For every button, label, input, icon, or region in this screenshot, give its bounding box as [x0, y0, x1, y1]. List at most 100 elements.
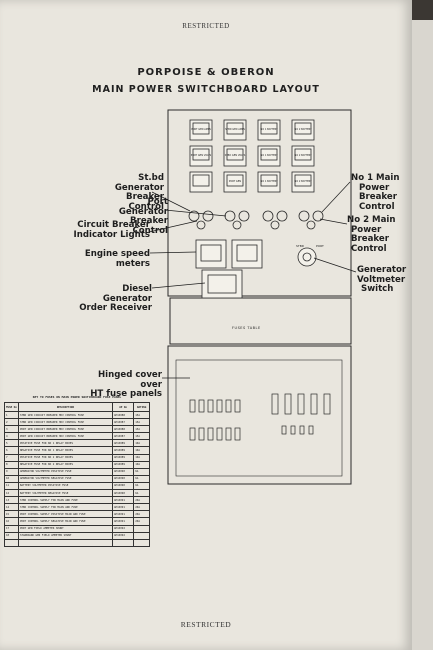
- table-cell: 20A: [133, 496, 150, 505]
- upper-panel: [167, 109, 352, 297]
- table-cell: PORT CONTROL SUPPLY NEGATIVE MAIN AND FU…: [17, 517, 113, 526]
- meter-0-0: [189, 119, 213, 141]
- fuse-holder-small-2: [299, 425, 305, 435]
- table-cell: 15A: [133, 432, 150, 441]
- table-cell: 16: [4, 517, 19, 526]
- meter-label-0-2: NO 1 BATTERY: [260, 128, 278, 131]
- table-cell: 5: [4, 439, 19, 448]
- switch-label-stbd: STBD: [296, 244, 305, 248]
- table-cell: AP10088: [111, 410, 135, 420]
- table-cell: 20A: [133, 517, 150, 526]
- fuse-holder-top-4: [225, 399, 232, 413]
- table-cell: 6A: [133, 489, 150, 498]
- fuse-table-caption: KEY TO FUSES ON MAIN POWER SWITCHBOARD F…: [32, 395, 122, 399]
- table-cell: POSITIVE FUSE FOR NO 2 RELAY BOXES: [17, 453, 113, 462]
- table-cell: STBD GEN CIRCUIT BREAKER HOV CONTROL FUS…: [17, 418, 113, 427]
- table-cell: 10: [4, 474, 19, 483]
- meter-0-3: [291, 119, 315, 141]
- table-cell: GENERATOR VOLTMETER POSITIVE FUSE: [17, 467, 113, 476]
- table-cell: AP10092: [111, 531, 135, 540]
- meter-face-0-2: [260, 122, 278, 135]
- fuse-holder-bottom-2: [207, 427, 214, 441]
- table-cell: BATTERY VOLTMETER NEGATIVE FUSE: [17, 489, 113, 498]
- table-cell: PORT GEN CIRCUIT BREAKER MOV CONTROL FUS…: [17, 425, 113, 434]
- table-cell: AP10087: [111, 418, 135, 427]
- table-cell: NEGATIVE FUSE FOR NO 2 RELAY BOXES: [17, 460, 113, 469]
- table-cell: [17, 538, 113, 547]
- fuse-holder-bottom-0: [189, 427, 196, 441]
- table-cell: AP10091: [111, 517, 135, 526]
- meter-label-2-2: NO 1 BATTERY: [260, 180, 278, 183]
- fuse-holder-right-4: [323, 393, 331, 415]
- meter-label-2-3: NO 2 BATTERY: [294, 180, 312, 183]
- table-cell: [111, 538, 135, 547]
- table-cell: 12: [4, 489, 19, 498]
- table-cell: AP10089: [111, 439, 135, 448]
- meter-face-0-0: [192, 122, 210, 135]
- meter-2-1: [223, 171, 247, 193]
- table-cell: 11: [4, 481, 19, 491]
- next-page-edge: [412, 20, 433, 650]
- fuse-holder-top-5: [234, 399, 241, 413]
- fuses-table-label: FUSES TABLE: [232, 326, 261, 330]
- table-cell: AP10090: [111, 489, 135, 498]
- meter-label-0-3: NO 2 BATTERY: [294, 128, 312, 131]
- table-cell: BATTERY VOLTMETER POSITIVE FUSE: [17, 481, 113, 491]
- table-cell: [133, 538, 150, 547]
- table-cell: PORT GEN FIELD AMMETER SHUNT: [17, 524, 113, 533]
- meter-face-2-3: [294, 174, 312, 187]
- meter-label-1-3: NO 2 BATTERY: [294, 154, 312, 157]
- fuse-holder-top-3: [216, 399, 223, 413]
- fuse-holder-bottom-3: [216, 427, 223, 441]
- table-cell: STBD CONTROL SUPPLY FOR MAIN AND FUSE: [17, 496, 113, 505]
- meter-label-2-1: PORT GEN: [229, 180, 241, 183]
- table-cell: 2: [4, 418, 19, 427]
- meter-0-1: [223, 119, 247, 141]
- meter-label-1-1: STBD GEN VOLTS: [225, 154, 246, 157]
- table-cell: 17: [4, 524, 19, 533]
- table-cell: AP10089: [111, 460, 135, 469]
- fuse-col-header: AP No: [111, 402, 135, 412]
- footer-restricted: RESTRICTED: [180, 620, 232, 629]
- meter-1-2: [257, 145, 281, 167]
- meter-1-3: [291, 145, 315, 167]
- table-cell: AP10088: [111, 425, 135, 434]
- table-cell: AP10091: [111, 510, 135, 519]
- table-cell: [4, 538, 19, 547]
- meter-0-2: [257, 119, 281, 141]
- table-cell: AP10087: [111, 432, 135, 441]
- fuse-holder-small-1: [290, 425, 296, 435]
- table-cell: AP10091: [111, 503, 135, 512]
- table-cell: STBD GEN CIRCUIT BREAKER MOV CONTROL FUS…: [17, 410, 113, 420]
- table-cell: 20A: [133, 503, 150, 512]
- table-cell: AP10090: [111, 467, 135, 476]
- table-cell: PORT GEN CIRCUIT BREAKER HOV CONTROL FUS…: [17, 432, 113, 441]
- title-line-1: PORPOISE & OBERON: [137, 67, 275, 78]
- meter-face-2-0: [192, 174, 210, 187]
- meter-face-2-2: [260, 174, 278, 187]
- table-cell: 6A: [133, 467, 150, 476]
- table-cell: NEGATIVE FUSE FOR NO 1 RELAY BOXES: [17, 446, 113, 455]
- fuse-holder-small-3: [308, 425, 314, 435]
- fuse-col-header: FUSE No: [4, 402, 19, 412]
- table-cell: GENERATOR VOLTMETER NEGATIVE FUSE: [17, 474, 113, 483]
- table-cell: 8: [4, 460, 19, 469]
- table-cell: 14: [4, 503, 19, 512]
